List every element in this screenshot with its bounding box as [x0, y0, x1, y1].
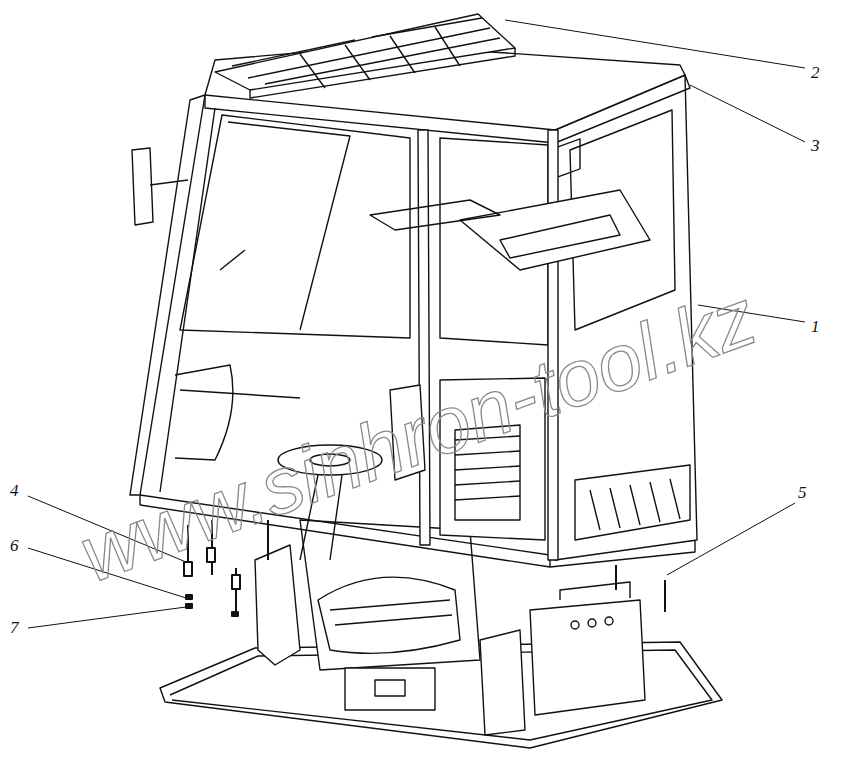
- callout-number: 2: [811, 64, 820, 81]
- callout-number: 6: [10, 537, 19, 554]
- callout-number: 5: [798, 484, 807, 501]
- callout-number: 7: [10, 619, 19, 636]
- callout-number: 1: [811, 318, 820, 335]
- callout-number: 3: [811, 137, 820, 154]
- callout-number: 4: [10, 482, 19, 499]
